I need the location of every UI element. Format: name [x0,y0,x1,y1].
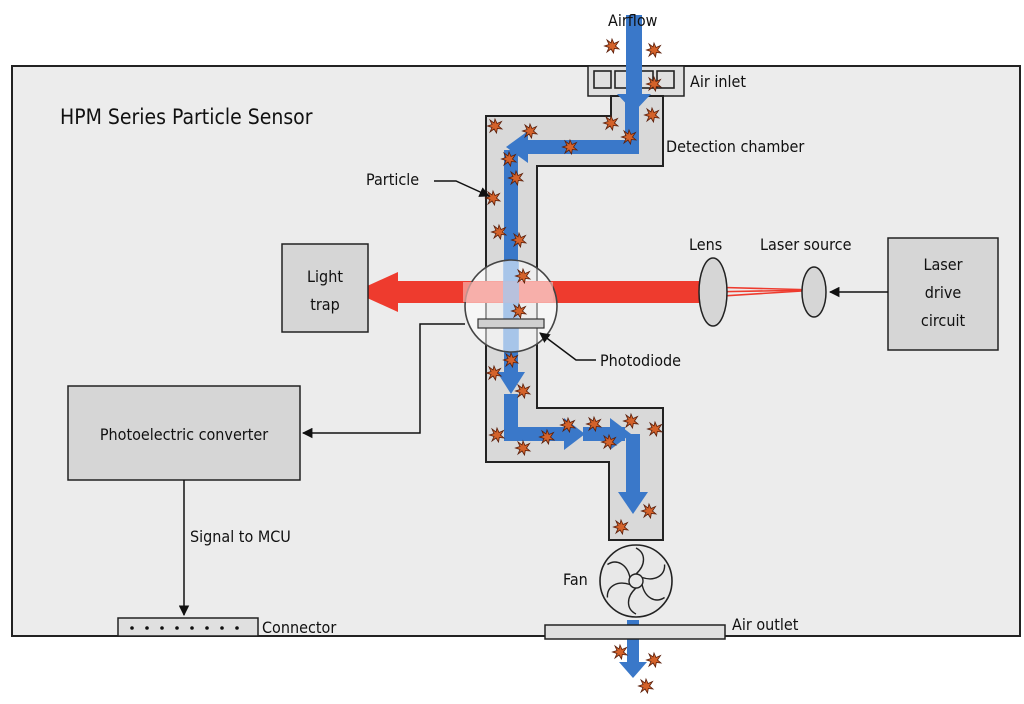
photoelectric-converter-label: Photoelectric converter [100,425,268,444]
laser-drive-label-1: Laser [923,255,962,274]
air-inlet-label: Air inlet [690,72,746,91]
airflow-label: Airflow [608,11,658,30]
laser-drive-circuit-box [887,237,999,351]
connector [117,617,259,637]
laser-source [801,266,827,318]
light-trap-box [281,243,369,333]
photodiode-to-converter-line [301,323,465,439]
signal-to-mcu-label: Signal to MCU [190,527,291,546]
fan-label: Fan [563,570,588,589]
photodiode-label: Photodiode [600,351,681,370]
photoelectric-converter-box [67,385,301,481]
laser-source-label: Laser source [760,235,852,254]
laser-drive-label-3: circuit [921,311,966,330]
lens [698,257,728,327]
photodiode [477,318,545,329]
particle-pointer [434,180,490,197]
air-outlet [544,624,726,640]
light-trap-label-2: trap [310,295,340,314]
light-trap-label-1: Light [307,267,343,286]
particle-label: Particle [366,170,419,189]
air-outlet-label: Air outlet [732,615,799,634]
photodiode-pointer [539,332,596,361]
detection-chamber-label: Detection chamber [666,137,804,156]
connector-label: Connector [262,618,336,637]
lens-label: Lens [689,235,722,254]
detection-zone [463,259,558,353]
page-title: HPM Series Particle Sensor [60,105,313,129]
laser-drive-label-2: drive [925,283,962,302]
fan-icon [599,544,673,618]
